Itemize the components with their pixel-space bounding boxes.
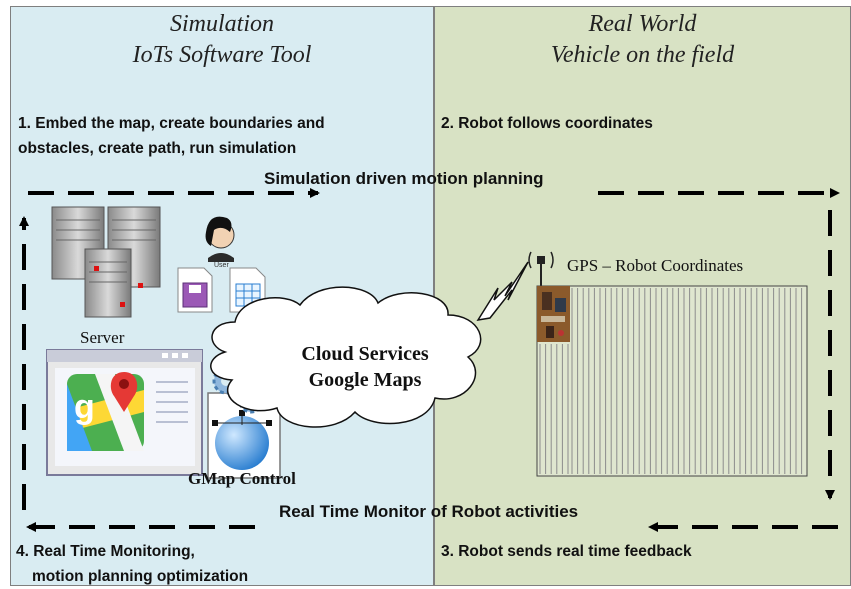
bottom-flow-label: Real Time Monitor of Robot activities [279,502,579,521]
field-map [536,285,808,477]
step1-text: 1. Embed the map, create boundaries and … [18,111,325,161]
user-icon [205,216,235,262]
simulation-title: Simulation IoTs Software Tool [10,9,434,71]
top-flow-label: Simulation driven motion planning [264,169,544,188]
cloud-label-line1: Cloud Services [301,343,429,365]
user-label: User [214,262,229,269]
gps-label: GPS – Robot Coordinates [567,256,744,275]
real-world-title-line1: Real World [588,11,697,37]
server-label: Server [80,328,125,347]
step4-line2: motion planning optimization [32,568,249,585]
real-world-title: Real World Vehicle on the field [434,9,851,71]
step1-line2: obstacles, create path, run simulation [18,140,297,157]
wireless-signal-icon [476,261,529,322]
cloud-label-line2: Google Maps [308,369,422,391]
floppy-document-icon [177,267,213,313]
step2-text: 2. Robot follows coordinates [441,115,653,132]
real-world-title-line2: Vehicle on the field [550,42,735,68]
svg-text:g: g [74,388,95,426]
step4-line1: 4. Real Time Monitoring, [16,543,195,560]
simulation-title-line1: Simulation [169,11,274,37]
step4-text: 4. Real Time Monitoring, motion planning… [16,539,248,589]
step1-line1: 1. Embed the map, create boundaries and [18,115,325,132]
cloud-shape [210,286,482,428]
server-icon [51,206,161,318]
step3-text: 3. Robot sends real time feedback [441,543,692,560]
robot-image [537,286,570,342]
gmap-control-label: GMap Control [188,469,296,488]
gps-antenna-icon [528,251,554,290]
cloud-label: Cloud Services Google Maps [270,341,460,393]
google-maps-icon: g [67,372,144,451]
simulation-title-line2: IoTs Software Tool [132,42,312,68]
